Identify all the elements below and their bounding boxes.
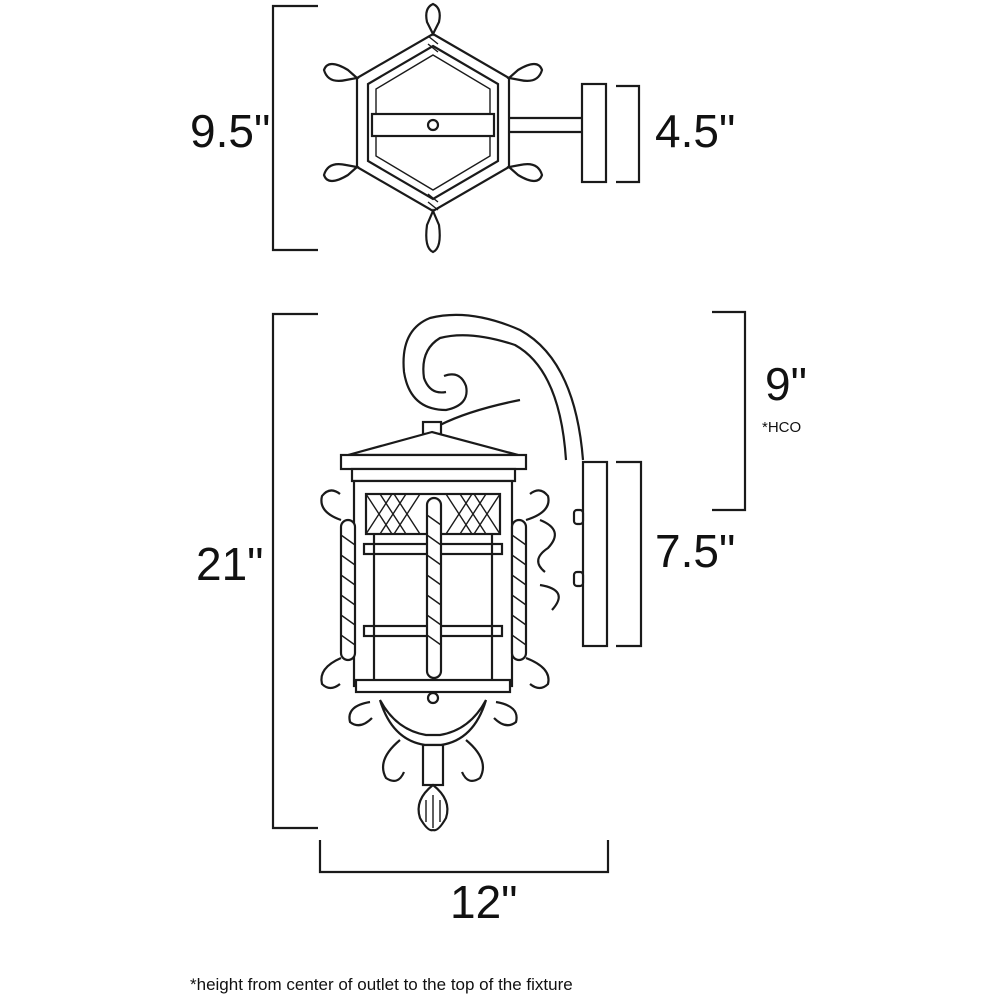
- depth-bracket: [271, 4, 318, 252]
- height-label: 21": [196, 538, 264, 590]
- backplate-top-bracket: [616, 84, 641, 184]
- depth-label: 9.5": [190, 105, 270, 157]
- width-bracket: [318, 840, 610, 874]
- hco-note: *HCO: [762, 419, 801, 436]
- width-label: 12": [450, 876, 518, 928]
- backplate-side: [572, 460, 609, 648]
- backplate-top-label: 4.5": [655, 105, 735, 157]
- top-view: 9.5" 4.5": [190, 2, 735, 254]
- backplate-height-label: 7.5": [655, 525, 735, 577]
- scroll-arm: [402, 313, 585, 461]
- hexagon-lantern-top: [322, 2, 582, 254]
- bottom-ornament: [348, 699, 518, 832]
- lantern-roof: [339, 420, 528, 483]
- hco-bracket: [712, 310, 747, 512]
- side-scrolls: [320, 489, 560, 690]
- backplate-top: [580, 82, 608, 184]
- height-bracket: [271, 312, 318, 830]
- hco-label: 9": [765, 358, 807, 410]
- rope-columns: [339, 496, 528, 680]
- side-view: 21": [196, 310, 807, 928]
- backplate-height-bracket: [616, 460, 643, 648]
- footnote: *height from center of outlet to the top…: [190, 975, 573, 994]
